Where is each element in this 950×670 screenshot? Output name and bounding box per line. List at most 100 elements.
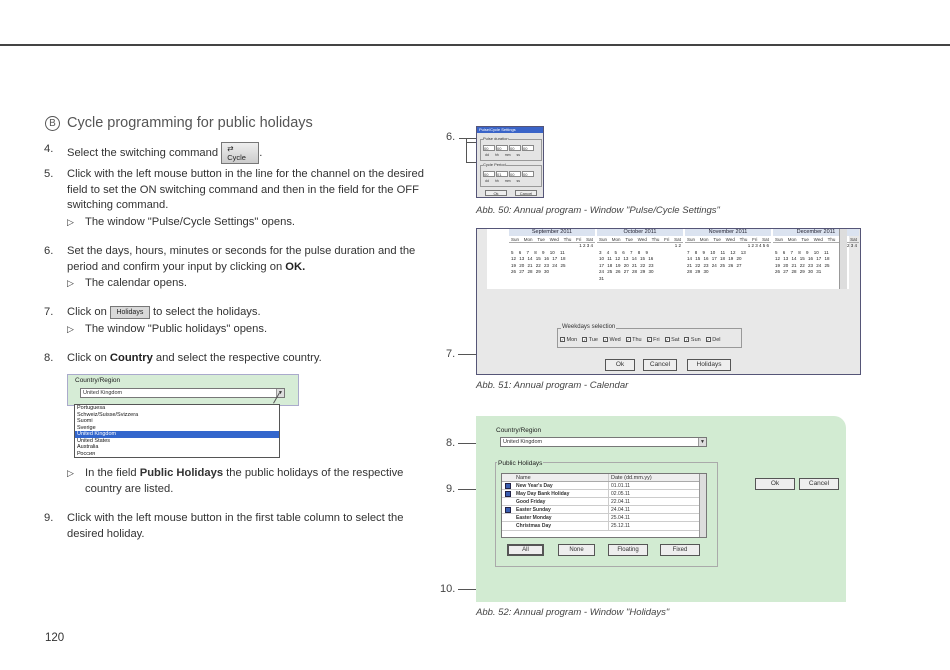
calendar-scrollbar[interactable] (839, 229, 847, 289)
fixed-button[interactable]: Fixed (660, 544, 700, 556)
week-row[interactable]: 17 18 19 20 21 22 23 (599, 262, 654, 268)
country-option[interactable]: Australia (77, 444, 99, 450)
period-minutes-field[interactable]: 00 (509, 171, 521, 177)
sub-text: The window "Pulse/Cycle Settings" opens. (85, 216, 296, 228)
week-row[interactable]: 19 20 21 22 23 24 25 (511, 262, 566, 268)
calendar-ok-button[interactable]: Ok (605, 359, 635, 371)
ok-button[interactable]: Ok (485, 190, 507, 196)
holidays-ok-button[interactable]: Ok (755, 478, 795, 490)
week-row[interactable]: 1 2 3 4 5 6 (747, 243, 769, 248)
week-row[interactable]: 1 2 3 4 (843, 243, 857, 248)
week-row[interactable]: 19 20 21 22 23 24 25 (775, 262, 830, 268)
period-days-field[interactable]: 00 (483, 171, 495, 177)
weekday-check-sat[interactable]: ✓ Sat (664, 337, 680, 343)
dialog-titlebar: Pulse/Cycle Settings (477, 127, 543, 133)
none-button[interactable]: None (558, 544, 595, 556)
week-row[interactable]: 5 6 7 8 9 10 11 (775, 249, 829, 255)
week-row[interactable]: 12 13 14 15 16 17 18 (511, 256, 566, 261)
column-date: Date (dd.mm.yy) (608, 474, 698, 481)
table-row[interactable]: May Day Bank Holiday 02.05.11 (502, 490, 706, 499)
weekday-check-mon[interactable]: ✓ Mon (560, 337, 578, 343)
holidays-button[interactable]: Holidays (109, 305, 150, 319)
floating-button[interactable]: Floating (608, 544, 648, 556)
selected-mark-icon[interactable] (505, 490, 511, 497)
cycle-button[interactable]: ⇄ Cycle (221, 142, 260, 164)
checkbox-icon[interactable]: ✓ (602, 337, 608, 343)
week-row[interactable]: 5 6 7 8 9 10 11 (511, 249, 565, 255)
duration-days-field[interactable]: 00 (483, 145, 495, 151)
period-hours-field[interactable]: 01 (496, 171, 508, 177)
country-option[interactable]: Россия (77, 450, 96, 457)
cancel-button[interactable]: Cancel (515, 190, 537, 196)
checkbox-icon[interactable]: ✓ (560, 337, 565, 343)
week-row[interactable]: 26 27 28 29 30 (511, 269, 550, 274)
week-row[interactable]: 24 25 26 27 28 29 30 (599, 269, 654, 274)
weekday-check-del[interactable]: ✓ Del (705, 337, 721, 343)
table-scrollbar[interactable] (699, 474, 706, 537)
country-option[interactable]: Suomi (77, 418, 93, 424)
table-row[interactable]: Good Friday 22.04.11 (502, 498, 706, 507)
week-row[interactable]: 28 29 30 (687, 269, 709, 274)
country-option[interactable]: Schweiz/Suisse/Svizzera (77, 411, 139, 418)
step-text: Select the switching command (67, 146, 219, 159)
checkbox-icon[interactable]: ✓ (582, 337, 588, 343)
month-title: September 2011 (509, 229, 595, 236)
public-holidays-label: Public Holidays (497, 460, 544, 467)
country-selected-value: United Kingdom (83, 390, 123, 396)
month-title: December 2011 (773, 229, 859, 236)
country-region-group: Country/Region United Kingdom ▼ (67, 374, 299, 406)
week-row[interactable]: 1 2 (674, 243, 681, 248)
weekday-check-fri[interactable]: ✓ Fri (646, 337, 660, 343)
week-row[interactable]: 26 27 28 29 30 31 (775, 269, 822, 274)
checkbox-icon[interactable]: ✓ (664, 337, 670, 343)
result-triangle-icon: ▷ (67, 217, 74, 227)
weekday-check-wed[interactable]: ✓ Wed (602, 337, 621, 343)
table-row[interactable]: Christmas Day 25.12.11 (502, 522, 706, 531)
weekday-check-sun[interactable]: ✓ Sun (684, 337, 701, 343)
country-option[interactable]: Portuguesa (77, 405, 106, 411)
weekdays-selection-label: Weekdays selection (561, 324, 617, 330)
week-row[interactable]: 1 2 3 4 (579, 243, 593, 248)
table-row[interactable]: Easter Sunday 24.04.11 (502, 506, 706, 515)
weekday-check-thu[interactable]: ✓ Thu (625, 337, 642, 343)
chevron-down-icon[interactable]: ▼ (698, 438, 706, 446)
table-row[interactable]: Easter Monday 25.04.11 (502, 514, 706, 523)
chevron-down-icon[interactable]: ▼ (276, 389, 284, 397)
selected-mark-icon[interactable] (505, 482, 511, 489)
checkbox-icon[interactable]: ✓ (705, 337, 711, 343)
country-select[interactable]: United Kingdom ▼ (80, 388, 285, 398)
checkbox-icon[interactable]: ✓ (625, 337, 631, 343)
week-row[interactable]: 10 11 12 13 14 15 16 (599, 256, 654, 261)
period-seconds-field[interactable]: 00 (522, 171, 534, 177)
duration-minutes-field[interactable]: 00 (509, 145, 521, 151)
country-option[interactable]: Sverige (77, 424, 96, 431)
week-row[interactable]: 12 13 14 15 16 17 18 (775, 256, 830, 261)
weekday-check-tue[interactable]: ✓ Tue (582, 337, 598, 343)
step-number: 5. (44, 168, 54, 180)
holidays-cancel-button[interactable]: Cancel (799, 478, 839, 490)
checkbox-icon[interactable]: ✓ (684, 337, 690, 343)
step-text-end: and select the respective country. (155, 352, 322, 364)
checkbox-icon[interactable]: ✓ (646, 337, 652, 343)
duration-seconds-field[interactable]: 00 (522, 145, 534, 151)
country-select[interactable]: United Kingdom ▼ (500, 437, 707, 447)
week-row[interactable]: 14 15 16 17 18 19 20 (687, 256, 742, 261)
week-row[interactable]: 31 (599, 275, 605, 281)
week-row[interactable]: 3 4 5 6 7 8 9 (599, 249, 649, 255)
table-row[interactable]: New Year's Day 01.01.11 (502, 482, 706, 491)
week-row[interactable]: 7 8 9 10 11 12 13 (687, 249, 746, 255)
country-option[interactable]: United States (77, 437, 111, 444)
selected-mark-icon[interactable] (505, 506, 511, 513)
calendar-cancel-button[interactable]: Cancel (643, 359, 677, 371)
calendar-holidays-button[interactable]: Holidays (687, 359, 731, 371)
all-button[interactable]: All (507, 544, 544, 556)
unit-labels: dd hh mm ss (485, 153, 521, 157)
week-row[interactable]: 21 22 23 24 25 26 27 (687, 262, 742, 268)
country-option-selected[interactable]: United Kingdom (75, 431, 279, 438)
duration-hours-field[interactable]: 00 (496, 145, 508, 151)
